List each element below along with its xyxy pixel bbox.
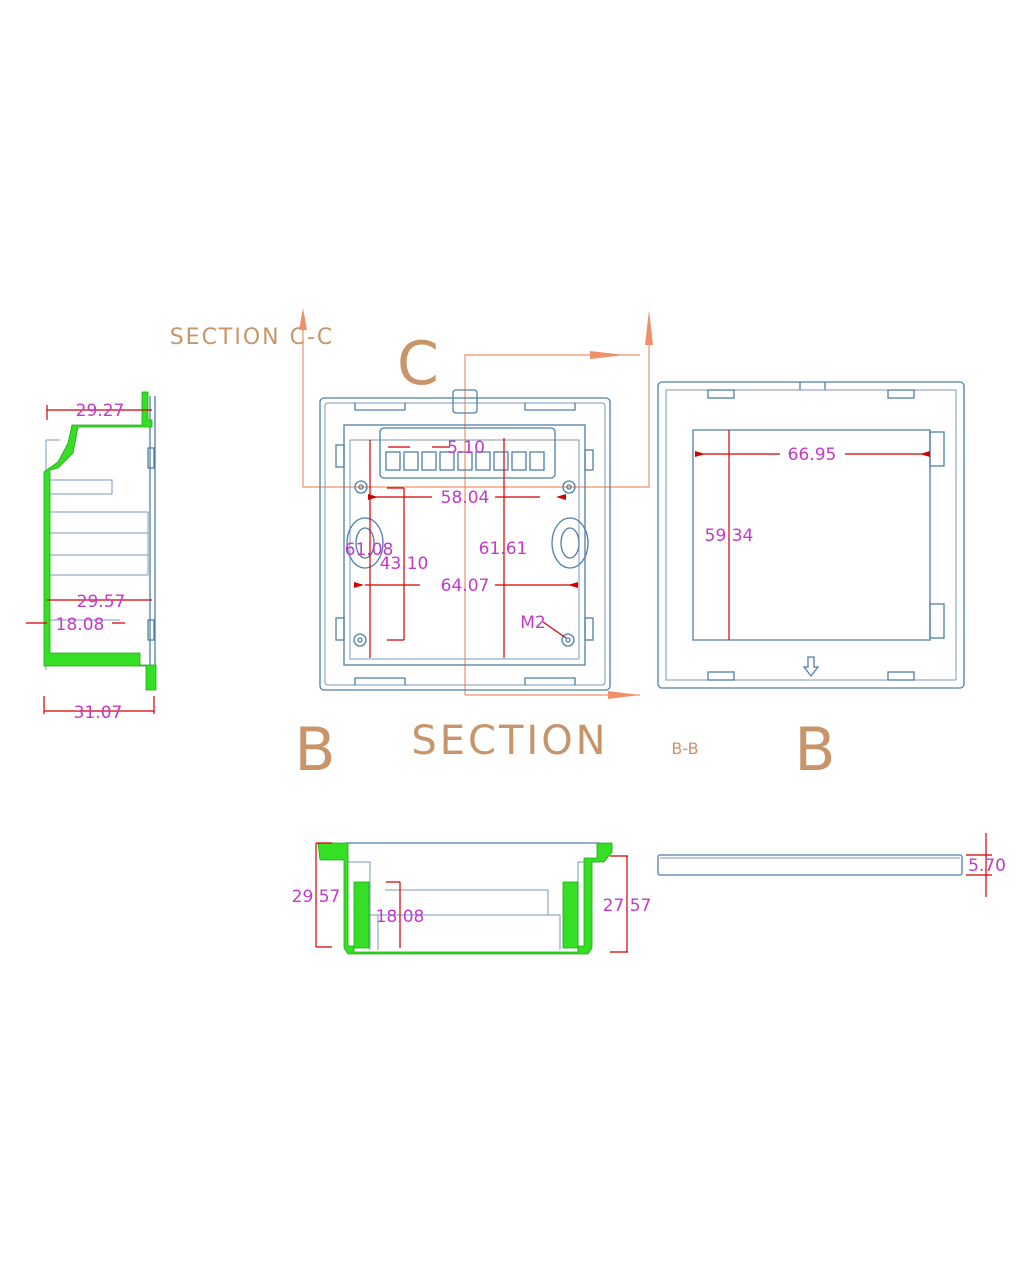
c-marker: C xyxy=(397,329,439,399)
dim-window-width: 66.95 xyxy=(788,445,837,465)
b-marker-right: B xyxy=(794,715,835,785)
front-view: 5.10 58.04 61.08 43.10 61.61 64.07 M2 xyxy=(319,389,611,691)
section-c-label: SECTION C-C xyxy=(170,325,335,350)
side-section-view: 29.27 29.57 18.08 31.07 xyxy=(26,391,157,723)
section-b-label: SECTION xyxy=(411,718,608,764)
dim-18-08-side: 18.08 xyxy=(56,615,105,635)
b-marker-left: B xyxy=(294,715,335,785)
plate-view: 5.70 xyxy=(657,833,1006,897)
dim-window-height: 59.34 xyxy=(705,526,754,546)
section-cut-lines xyxy=(299,308,653,699)
section-b-suffix: B-B xyxy=(671,739,698,758)
dim-wall-depth: 27.57 xyxy=(603,896,652,916)
dim-hole-span-x: 58.04 xyxy=(441,488,490,508)
screw-label: M2 xyxy=(520,613,545,633)
arrow-down-icon xyxy=(802,656,820,678)
dim-pitch: 5.10 xyxy=(447,438,485,458)
dim-29-27: 29.27 xyxy=(76,401,125,421)
dim-overall-height: 61.61 xyxy=(479,539,528,559)
dim-29-57-side: 29.57 xyxy=(77,592,126,612)
connector-pins xyxy=(385,451,545,471)
dim-31-07: 31.07 xyxy=(74,703,123,723)
dim-thickness: 5.70 xyxy=(968,856,1006,876)
dim-hole-span-y: 61.08 xyxy=(345,540,394,560)
dim-overall-width: 64.07 xyxy=(441,576,490,596)
lid-view: 66.95 59.34 xyxy=(657,381,965,689)
dim-inner-height: 43.10 xyxy=(380,554,429,574)
dim-outer-depth: 29.57 xyxy=(292,887,341,907)
dim-inner-depth: 18.08 xyxy=(376,907,425,927)
bottom-section-view: 29.57 18.08 27.57 xyxy=(292,842,652,955)
